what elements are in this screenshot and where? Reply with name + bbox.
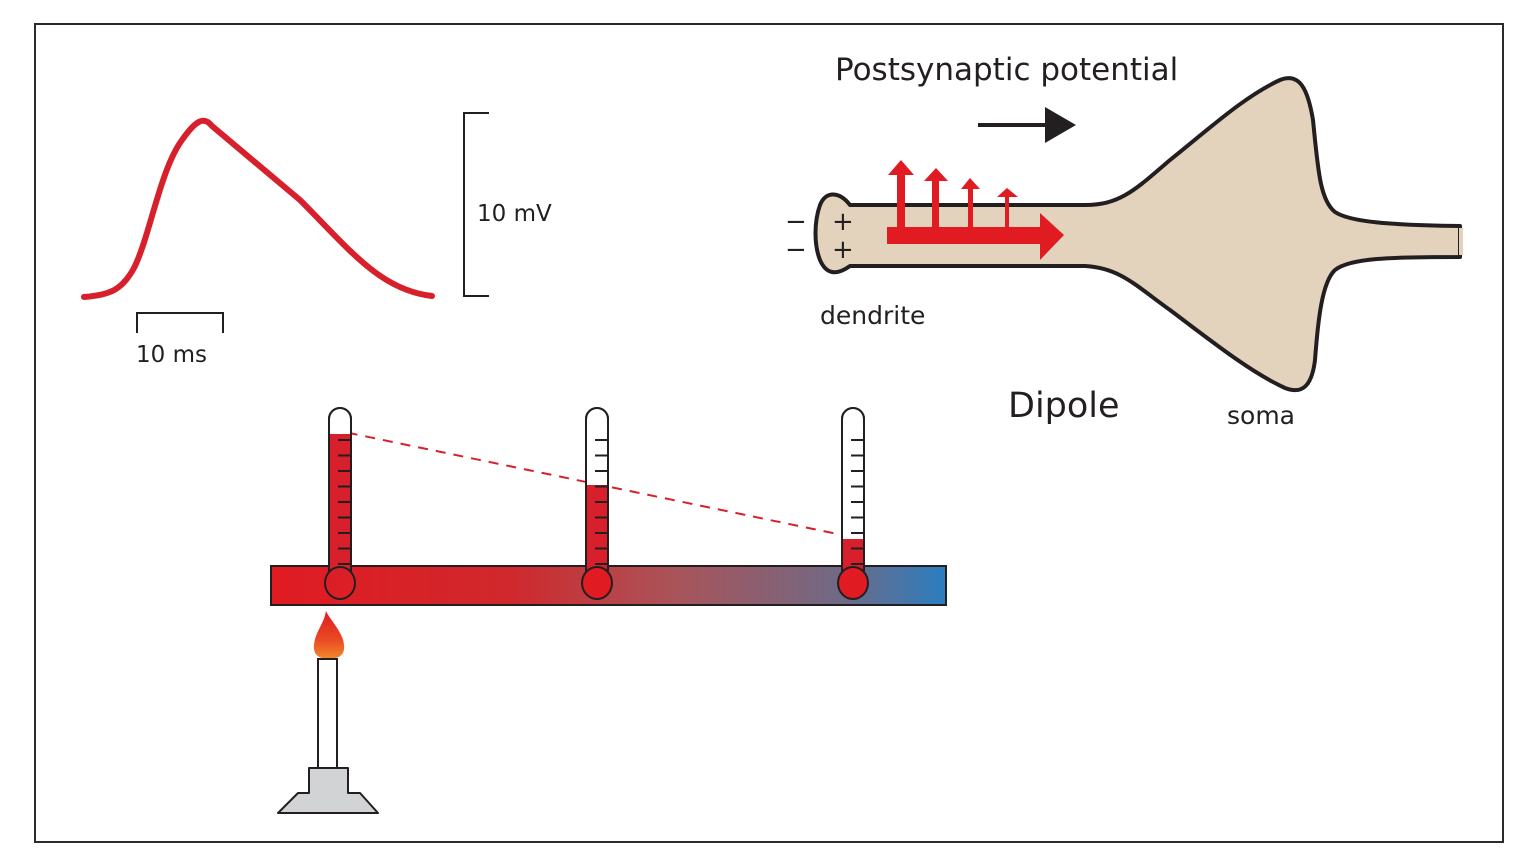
thermometer-bulb xyxy=(324,566,356,600)
neuron-title: Postsynaptic potential xyxy=(835,52,1178,88)
outside-charge-minus-1: − xyxy=(785,207,807,237)
thermometer-near-flame xyxy=(324,407,356,600)
thermometer-middle xyxy=(581,407,613,600)
time-scale-label: 10 ms xyxy=(136,342,207,368)
heat-analogy-group xyxy=(270,407,947,814)
soma-label: soma xyxy=(1227,401,1295,430)
inside-charge-plus-2: + xyxy=(832,235,854,265)
intracellular-current-arrows xyxy=(887,160,1064,260)
axial-current-arrow xyxy=(887,213,1064,260)
burner-tube xyxy=(317,658,338,769)
dipole-label: Dipole xyxy=(1008,386,1120,426)
thermometer-bulb xyxy=(837,566,869,600)
right-arrow-icon xyxy=(978,107,1076,143)
leak-current-arrow-2 xyxy=(924,168,948,230)
thermometers xyxy=(324,407,869,600)
leak-current-arrow-1 xyxy=(888,160,914,230)
inside-charge-plus-1: + xyxy=(832,207,854,237)
bunsen-burner xyxy=(277,611,379,814)
neuron-membrane xyxy=(813,76,1462,393)
psp-trace-group: 10 ms 10 mV xyxy=(81,112,552,368)
mercury-column xyxy=(330,434,350,574)
thermometer-bulb xyxy=(581,566,613,600)
flame-icon xyxy=(313,611,345,659)
outside-charge-minus-2: − xyxy=(785,235,807,265)
neuron-group: Postsynaptic potential + + − − xyxy=(785,52,1463,430)
thermometer-far xyxy=(837,407,869,600)
leak-current-arrow-4 xyxy=(997,188,1018,230)
burner-base xyxy=(277,767,379,814)
time-scale-bar xyxy=(136,312,224,333)
voltage-scale-label: 10 mV xyxy=(477,201,552,227)
axon-cut-end xyxy=(1459,228,1463,255)
leak-current-arrow-3 xyxy=(961,178,980,230)
mercury-column xyxy=(587,485,607,574)
dendrite-label: dendrite xyxy=(820,301,925,330)
psp-trace-curve xyxy=(81,117,435,300)
voltage-scale-bar xyxy=(463,112,489,297)
